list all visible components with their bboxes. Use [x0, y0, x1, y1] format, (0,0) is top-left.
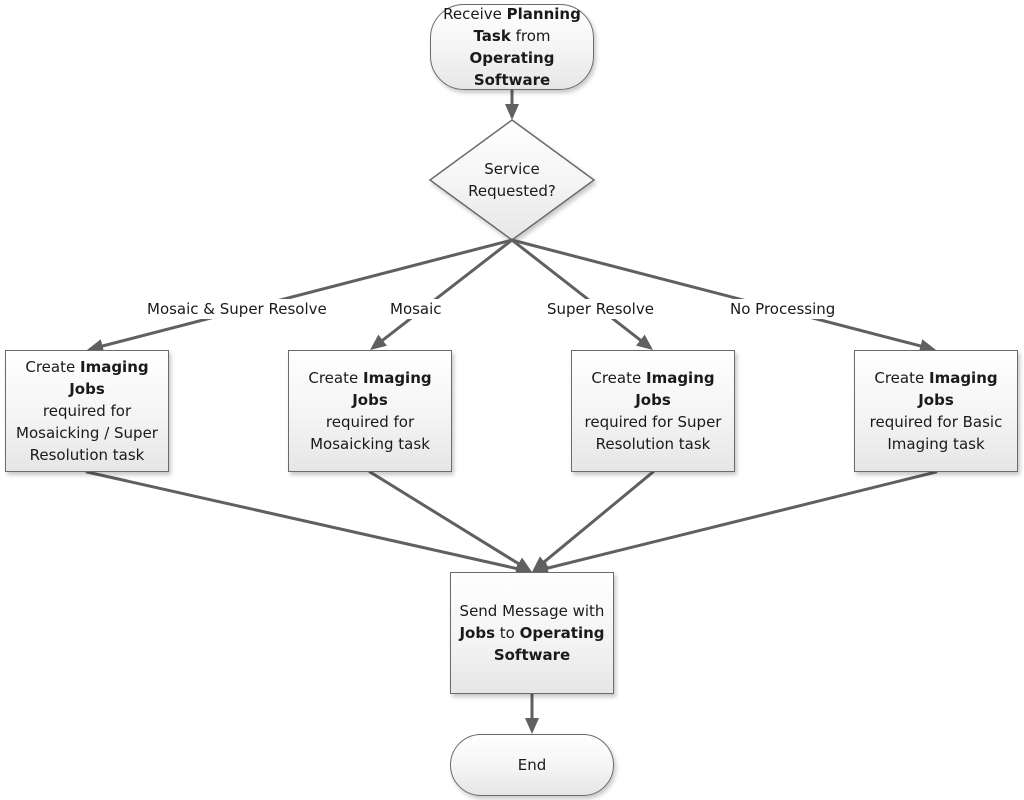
arrowhead-icon	[918, 339, 936, 353]
arrowhead-icon	[370, 334, 387, 350]
end-terminal: End	[450, 734, 614, 796]
connector-decision-to-super-resolve	[510, 238, 644, 343]
connector-basic-to-send	[544, 470, 938, 571]
edge-label-no-processing: No Processing	[728, 299, 838, 319]
arrowhead-icon	[636, 334, 653, 350]
edge-label-mosaic-super-resolve: Mosaic & Super Resolve	[145, 299, 329, 319]
connector-decision-to-mosaic	[379, 238, 514, 343]
connector-mosaic-to-send	[368, 470, 522, 567]
connector-decision-to-basic	[510, 238, 924, 348]
arrowhead-icon	[525, 718, 539, 734]
connector-super-resolve-to-send	[541, 470, 655, 565]
end-terminal-text: End	[517, 756, 547, 774]
edge-label-super-resolve: Super Resolve	[545, 299, 656, 319]
arrowhead-icon	[514, 557, 532, 572]
connector-decision-to-mosaic-super	[99, 238, 514, 348]
connector-mosaic-super-to-send	[85, 470, 520, 571]
arrowhead-icon	[87, 339, 105, 353]
edge-label-mosaic: Mosaic	[388, 299, 444, 319]
arrowhead-icon	[505, 104, 519, 120]
arrowhead-icon	[532, 561, 550, 575]
